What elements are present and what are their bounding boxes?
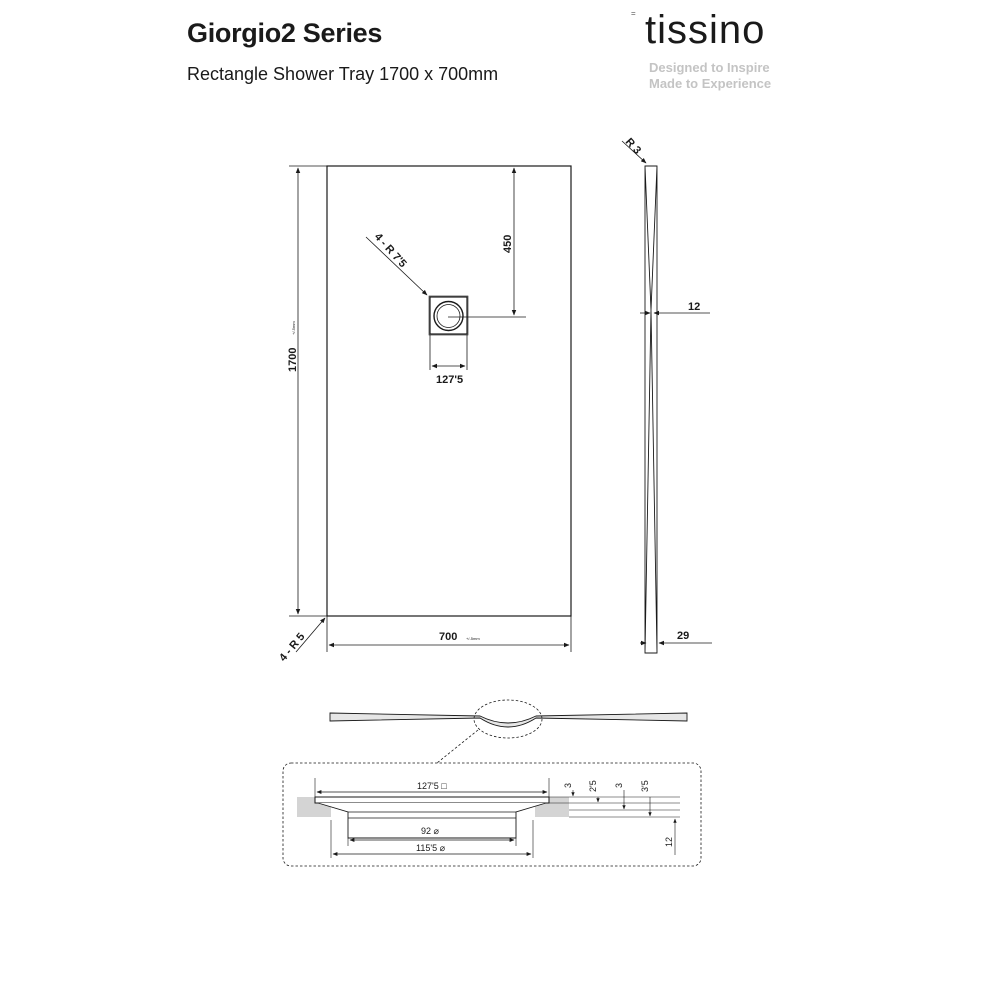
brand-logo: tissino [645,8,766,52]
label-v1: 3 [563,783,573,788]
detail-callout-ellipse [473,699,543,739]
drain-square [429,296,468,335]
label-drain-width: 127'5 [436,374,463,386]
label-v3: 3 [614,783,624,788]
plan-view [289,165,572,653]
label-width: 700 [439,631,457,643]
leader-edge-radius [621,140,647,164]
label-v2: 2'5 [588,780,598,792]
leader-drain-radius [365,236,428,296]
label-length-tol: +/-5mm [291,321,296,335]
label-top-width: 127'5 □ [417,781,447,791]
label-drain-radius: 4 - R 7'5 [372,231,409,270]
drain-circle [433,300,464,332]
label-thickness-mid: 12 [688,301,700,313]
brand-tagline-1: Designed to Inspire [649,60,770,75]
label-outer: 115'5 ⌀ [416,843,446,853]
tray-outline [326,165,572,617]
label-v5: 12 [664,837,674,847]
leader-corner-radius [295,617,326,653]
side-profile [644,165,658,654]
label-inner: 92 ⌀ [421,826,440,836]
label-edge-radius: R 3 [623,136,643,157]
section-profile [329,712,688,728]
section-view [282,699,702,867]
label-length: 1700 [287,348,299,372]
page-title: Giorgio2 Series [187,18,383,48]
drain-flange [314,796,550,804]
label-thickness-end: 29 [677,630,689,642]
page-subtitle: Rectangle Shower Tray 1700 x 700mm [187,64,499,84]
brand-tagline-2: Made to Experience [649,76,772,91]
label-v4: 3'5 [640,780,650,792]
label-drain-offset: 450 [502,235,514,253]
label-width-tol: +/-5mm [466,636,480,641]
label-corner-radius: 4 - R 5 [277,631,307,664]
side-view [621,140,712,654]
brand-mark: = [631,9,636,18]
